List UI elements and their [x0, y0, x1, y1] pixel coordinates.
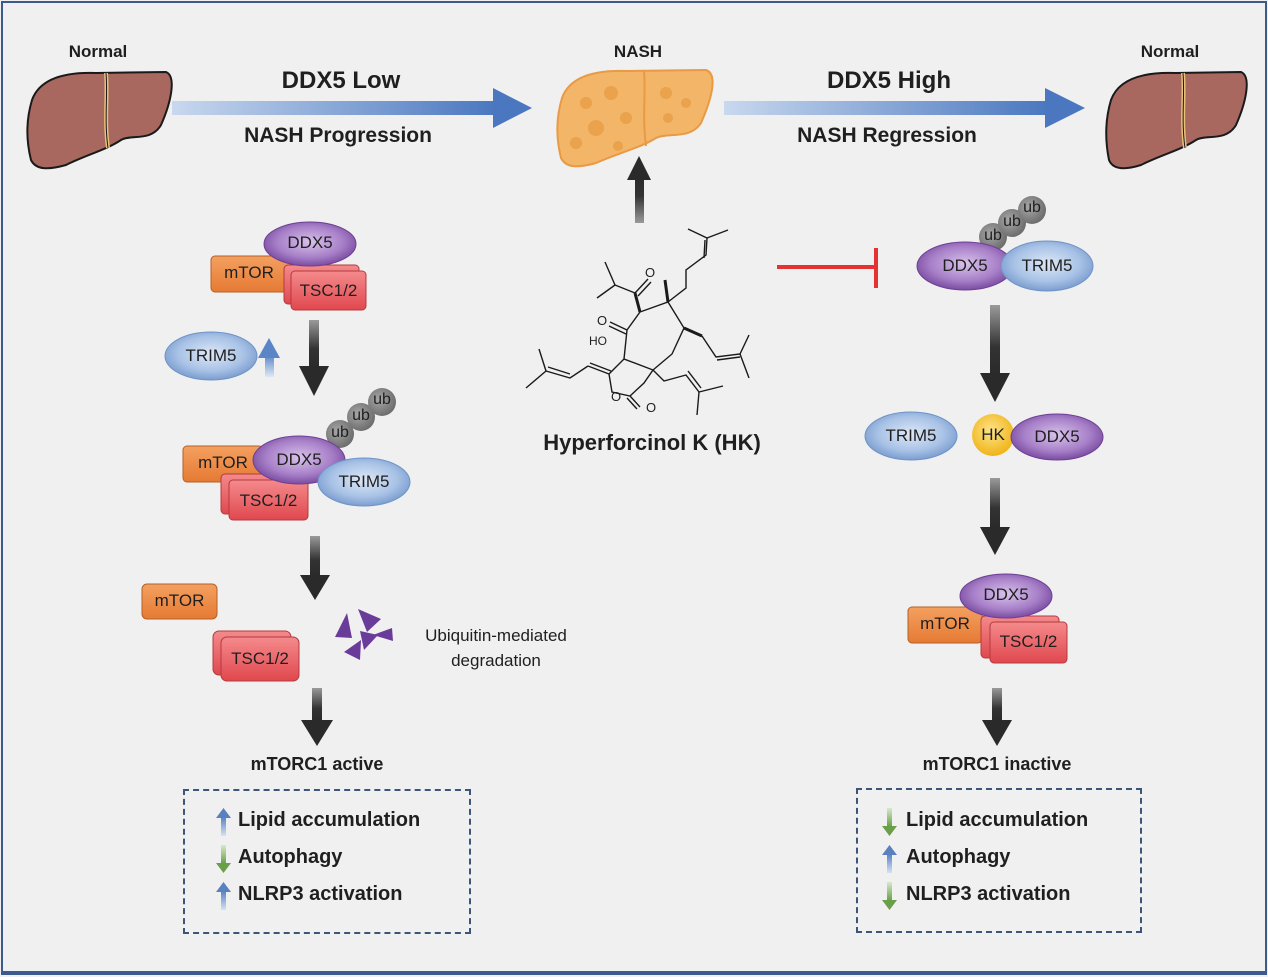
left-effect-2: Autophagy: [238, 846, 343, 868]
right-effect-2: Autophagy: [906, 846, 1011, 868]
right-c1-trim5-label: TRIM5: [1021, 256, 1073, 275]
right-complex-1: [916, 196, 1094, 292]
nash-liver-icon: [556, 68, 714, 168]
atom-label-ho: HO: [589, 334, 607, 348]
left-free-components: [141, 583, 300, 682]
right-down-arrow-1: [980, 305, 1010, 402]
regression-arrow-subtitle: NASH Regression: [797, 124, 977, 147]
right-complex-2: [907, 573, 1068, 664]
right-effect-arrows: [882, 808, 897, 910]
left-c2-trim5-label: TRIM5: [338, 472, 390, 491]
left-c1-mtor-label: mTOR: [224, 263, 274, 282]
atom-label-o4: O: [646, 400, 657, 415]
right-c1-ddx5-label: DDX5: [942, 256, 988, 275]
progression-arrow-subtitle: NASH Progression: [244, 124, 432, 147]
liver-center-label: NASH: [613, 42, 663, 61]
left-outcome-label: mTORC1 active: [250, 754, 384, 774]
right-effect-3: NLRP3 activation: [906, 883, 1071, 905]
right-c2-mtor-label: mTOR: [920, 614, 970, 633]
left-effects-box: [183, 789, 471, 934]
right-sep-trim5-label: TRIM5: [885, 426, 937, 445]
right-separated-components: [864, 411, 1104, 461]
down-arrow-icon: [882, 808, 897, 836]
atom-label-o3: O: [611, 389, 622, 404]
atom-label-o2: O: [597, 313, 608, 328]
right-sep-hk-label: HK: [981, 425, 1005, 444]
left-down-arrow-1: [299, 320, 329, 396]
left-trim5-label: TRIM5: [185, 346, 237, 365]
left-c1-tsc-label: TSC1/2: [299, 281, 358, 300]
degradation-label-line1: Ubiquitin-mediated: [425, 626, 567, 645]
right-ub-1-label: ub: [984, 227, 1002, 244]
progression-arrow: [172, 88, 532, 128]
left-ub-1-label: ub: [331, 424, 349, 441]
down-arrow-icon: [216, 845, 231, 873]
right-down-arrow-3: [982, 688, 1012, 746]
regression-arrow-title: DDX5 High: [826, 67, 952, 94]
right-effect-1: Lipid accumulation: [906, 809, 1089, 831]
compound-name: Hyperforcinol K (HK): [543, 430, 761, 455]
left-effect-3: NLRP3 activation: [238, 883, 403, 905]
left-complex-2: [182, 388, 411, 521]
right-c2-tsc-label: TSC1/2: [999, 632, 1058, 651]
right-ub-3-label: ub: [1023, 199, 1041, 216]
liver-left-label: Normal: [68, 42, 128, 61]
atom-label-o1: O: [645, 265, 656, 280]
regression-arrow: [724, 88, 1085, 128]
right-outcome-label: mTORC1 inactive: [922, 754, 1072, 774]
right-c2-ddx5-label: DDX5: [983, 585, 1029, 604]
right-sep-ddx5-label: DDX5: [1034, 427, 1080, 446]
right-down-arrow-2: [980, 478, 1010, 555]
left-down-arrow-3: [301, 688, 333, 746]
down-arrow-icon: [882, 882, 897, 910]
left-effect-1: Lipid accumulation: [238, 809, 421, 831]
left-free-mtor-label: mTOR: [154, 591, 205, 610]
inhibition-line: [777, 248, 878, 288]
degradation-label-line2: degradation: [451, 651, 541, 670]
normal-liver-right-icon: [1105, 70, 1248, 170]
up-arrow-icon: [216, 808, 231, 836]
normal-liver-left-icon: [26, 70, 173, 170]
right-ub-2-label: ub: [1003, 213, 1021, 230]
left-ub-2-label: ub: [352, 407, 370, 424]
left-c2-tsc-label: TSC1/2: [239, 491, 298, 510]
up-arrow-icon: [882, 845, 897, 873]
progression-arrow-title: DDX5 Low: [281, 67, 401, 94]
left-down-arrow-2: [300, 536, 330, 600]
left-complex-1: [210, 221, 367, 311]
left-c1-ddx5-label: DDX5: [287, 233, 333, 252]
left-ub-3-label: ub: [373, 391, 391, 408]
hyperforcinol-k-structure: [525, 228, 750, 416]
left-free-tsc-label: TSC1/2: [231, 649, 289, 668]
left-trim5-up: [164, 331, 280, 381]
compound-to-nash-arrow: [627, 156, 651, 223]
up-arrow-icon: [216, 882, 231, 910]
left-c2-ddx5-label: DDX5: [276, 450, 322, 469]
left-c2-mtor-label: mTOR: [198, 453, 248, 472]
ubiquitin-degradation-icon: [335, 609, 393, 660]
left-effect-arrows: [216, 808, 231, 910]
right-effects-box: [856, 788, 1142, 933]
liver-right-label: Normal: [1140, 42, 1200, 61]
